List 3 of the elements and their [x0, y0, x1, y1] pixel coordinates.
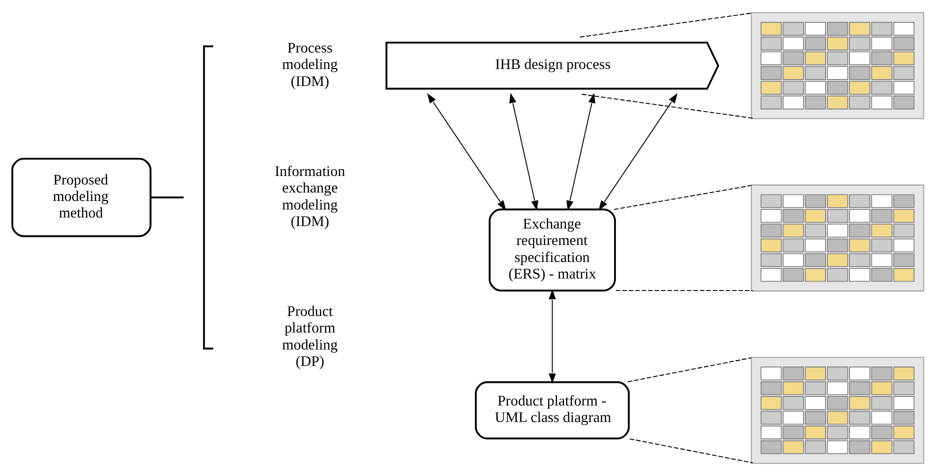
- label: Process modeling (IDM): [282, 40, 338, 90]
- label: Product platform modeling (DP): [282, 304, 338, 370]
- label: Information exchange modeling (IDM): [274, 164, 346, 230]
